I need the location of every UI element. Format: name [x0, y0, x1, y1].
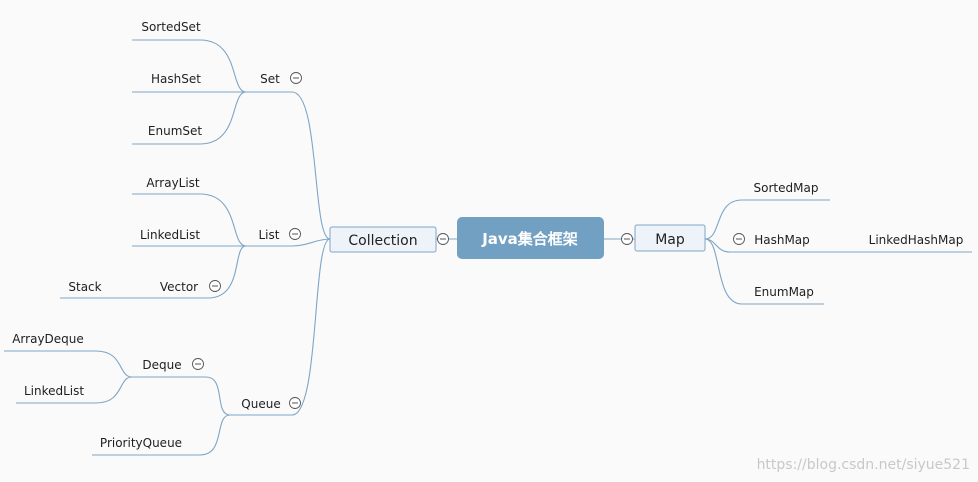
root-node[interactable]: [457, 217, 604, 259]
stack-label[interactable]: Stack: [68, 280, 101, 294]
collapse-hashmap-icon[interactable]: [733, 233, 745, 245]
edge-map-enummap: [704, 238, 824, 305]
edge-set-sortedset: [132, 39, 247, 93]
map-node[interactable]: [634, 224, 706, 252]
collapse-deque-icon[interactable]: [192, 358, 204, 370]
hashmap-label[interactable]: HashMap: [754, 233, 810, 247]
collapse-map-icon[interactable]: [621, 233, 633, 245]
arraydeque-label[interactable]: ArrayDeque: [12, 332, 84, 346]
deque-label[interactable]: Deque: [142, 358, 181, 372]
map-label: Map: [655, 232, 685, 248]
edge-deque-arraydeque: [4, 350, 133, 378]
deque-linkedlist-label[interactable]: LinkedList: [24, 384, 84, 398]
collapse-set-icon[interactable]: [290, 72, 302, 84]
enummap-label[interactable]: EnumMap: [754, 285, 814, 299]
collapse-list-icon[interactable]: [289, 228, 301, 240]
edge-map-sortedmap: [704, 199, 830, 240]
edge-queue-deque: [205, 376, 231, 416]
queue-label[interactable]: Queue: [241, 397, 280, 411]
vector-label[interactable]: Vector: [160, 280, 198, 294]
priorityqueue-label[interactable]: PriorityQueue: [100, 436, 182, 450]
enumset-label[interactable]: EnumSet: [148, 124, 202, 138]
collection-node[interactable]: [329, 226, 437, 253]
linkedhashmap-label[interactable]: LinkedHashMap: [869, 233, 964, 247]
collapse-vector-icon[interactable]: [209, 280, 221, 292]
edge-collection-set: [291, 91, 331, 240]
watermark: https://blog.csdn.net/siyue521: [757, 457, 970, 473]
collapse-queue-icon[interactable]: [289, 397, 301, 409]
edge-list-arraylist: [132, 193, 247, 247]
edge-set-enumset: [132, 91, 247, 145]
collection-label: Collection: [348, 233, 417, 249]
sortedset-label[interactable]: SortedSet: [141, 20, 201, 34]
root-label: Java集合框架: [481, 230, 578, 248]
edge-deque-linkedlist: [16, 376, 133, 404]
arraylist-label[interactable]: ArrayList: [146, 176, 200, 190]
edge-queue-priorityqueue: [92, 414, 231, 456]
edge-collection-list: [291, 238, 331, 247]
list-label[interactable]: List: [259, 228, 280, 242]
edge-list-vector: [207, 245, 247, 299]
linkedlist-label[interactable]: LinkedList: [140, 228, 200, 242]
edge-collection-queue: [291, 238, 331, 416]
hashset-label[interactable]: HashSet: [151, 72, 201, 86]
sortedmap-label[interactable]: SortedMap: [754, 181, 819, 195]
set-label[interactable]: Set: [260, 72, 280, 86]
collapse-collection-icon[interactable]: [437, 233, 449, 245]
